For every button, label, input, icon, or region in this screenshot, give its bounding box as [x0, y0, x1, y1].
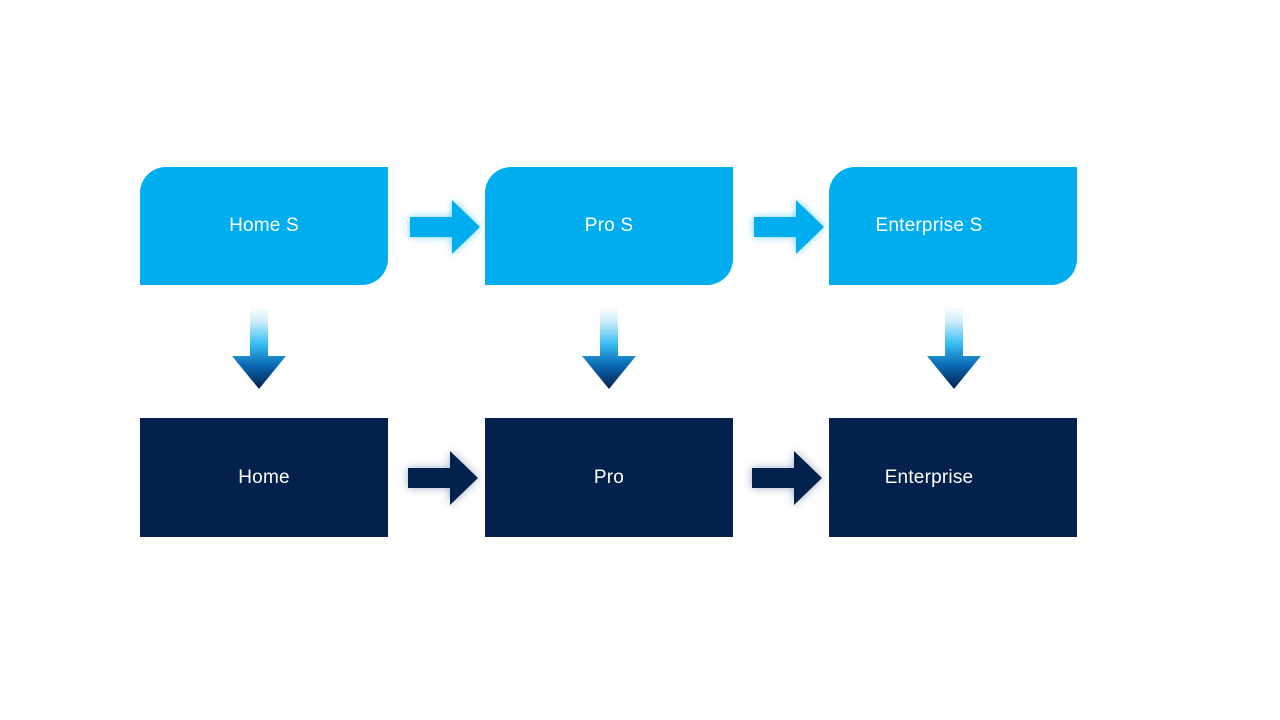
node-pro-label: Pro: [593, 466, 625, 488]
node-pro-s-label: Pro S: [584, 215, 634, 236]
arrow-home-s-to-pro-s: [408, 196, 482, 258]
node-enterprise[interactable]: Enterprise: [829, 418, 1077, 537]
arrow-home-to-pro: [406, 447, 480, 509]
node-home[interactable]: Home: [140, 418, 388, 537]
node-home-s[interactable]: Home S: [140, 167, 388, 285]
node-enterprise-s[interactable]: Enterprise S: [829, 167, 1077, 285]
node-home-s-label: Home S: [229, 215, 299, 236]
node-home-label: Home: [238, 466, 290, 488]
arrow-pro-to-enterprise: [750, 447, 824, 509]
node-enterprise-label: Enterprise: [884, 466, 974, 488]
arrow-pro-s-to-enterprise-s: [752, 196, 826, 258]
arrow-pro-s-to-pro: [580, 307, 638, 391]
node-pro-s[interactable]: Pro S: [485, 167, 733, 285]
arrow-enterprise-s-to-enterprise: [925, 307, 983, 391]
node-pro[interactable]: Pro: [485, 418, 733, 537]
node-enterprise-s-label: Enterprise S: [875, 215, 983, 236]
arrow-home-s-to-home: [230, 307, 288, 391]
